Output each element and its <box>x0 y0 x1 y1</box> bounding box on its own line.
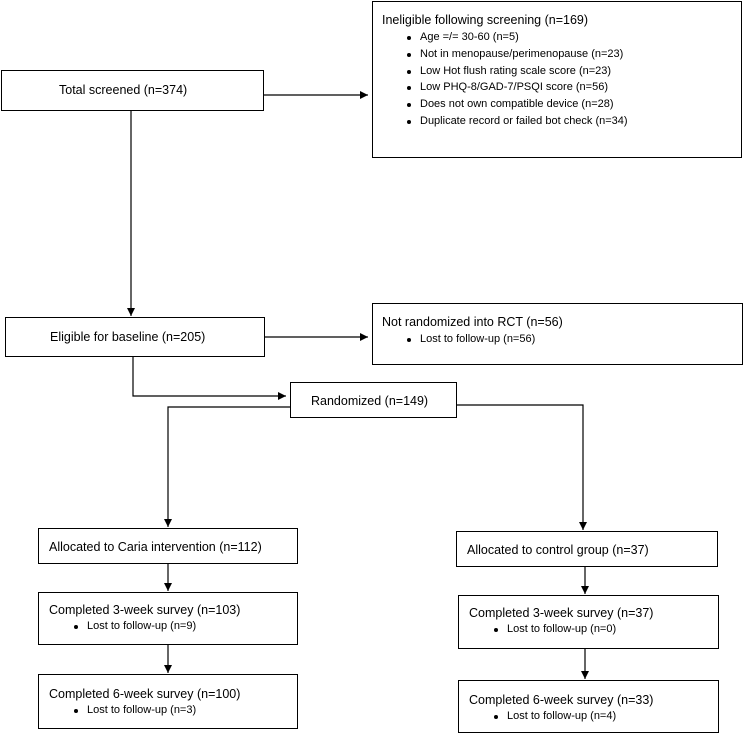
list-item: Lost to follow-up (n=4) <box>469 708 718 725</box>
randomized-box: Randomized (n=149) <box>290 382 457 418</box>
randomized-label: Randomized (n=149) <box>311 394 429 408</box>
control-week6-list: Lost to follow-up (n=4) <box>469 708 718 725</box>
list-item: Lost to follow-up (n=0) <box>469 621 718 638</box>
arrow-eligible-to-randomized <box>132 357 286 400</box>
total-screened-box: Total screened (n=374) <box>1 70 264 111</box>
control-week3-box: Completed 3-week survey (n=37) Lost to f… <box>458 595 719 649</box>
intervention-week6-box: Completed 6-week survey (n=100) Lost to … <box>38 674 298 729</box>
list-item: Age =/= 30-60 (n=5) <box>382 29 741 46</box>
not-randomized-box: Not randomized into RCT (n=56) Lost to f… <box>372 303 743 365</box>
intervention-week6-list: Lost to follow-up (n=3) <box>49 702 297 719</box>
intervention-week3-title: Completed 3-week survey (n=103) <box>49 603 241 617</box>
intervention-allocated-label: Allocated to Caria intervention (n=112) <box>49 540 262 554</box>
total-screened-label: Total screened (n=374) <box>59 83 188 97</box>
list-item: Lost to follow-up (n=9) <box>49 618 297 635</box>
ineligible-box: Ineligible following screening (n=169) A… <box>372 1 742 158</box>
list-item: Duplicate record or failed bot check (n=… <box>382 113 741 130</box>
control-allocated-box: Allocated to control group (n=37) <box>456 531 718 567</box>
control-week3-title: Completed 3-week survey (n=37) <box>469 606 654 620</box>
list-item: Lost to follow-up (n=56) <box>382 331 742 348</box>
list-item: Not in menopause/perimenopause (n=23) <box>382 46 741 63</box>
control-allocated-label: Allocated to control group (n=37) <box>467 543 649 557</box>
list-item: Low Hot flush rating scale score (n=23) <box>382 63 741 80</box>
intervention-week6-title: Completed 6-week survey (n=100) <box>49 687 241 701</box>
arrow-randomized-to-control <box>457 404 587 530</box>
intervention-allocated-box: Allocated to Caria intervention (n=112) <box>38 528 298 564</box>
list-item: Low PHQ-8/GAD-7/PSQI score (n=56) <box>382 79 741 96</box>
arrow-randomized-to-intervention <box>164 406 290 527</box>
eligible-baseline-label: Eligible for baseline (n=205) <box>50 330 206 344</box>
eligible-baseline-box: Eligible for baseline (n=205) <box>5 317 265 357</box>
list-item: Does not own compatible device (n=28) <box>382 96 741 113</box>
ineligible-reasons-list: Age =/= 30-60 (n=5) Not in menopause/per… <box>382 29 741 130</box>
control-week6-title: Completed 6-week survey (n=33) <box>469 693 654 707</box>
intervention-week3-list: Lost to follow-up (n=9) <box>49 618 297 635</box>
not-randomized-title: Not randomized into RCT (n=56) <box>382 315 563 329</box>
control-week3-list: Lost to follow-up (n=0) <box>469 621 718 638</box>
not-randomized-list: Lost to follow-up (n=56) <box>382 331 742 348</box>
list-item: Lost to follow-up (n=3) <box>49 702 297 719</box>
ineligible-title: Ineligible following screening (n=169) <box>382 13 589 27</box>
intervention-week3-box: Completed 3-week survey (n=103) Lost to … <box>38 592 298 645</box>
control-week6-box: Completed 6-week survey (n=33) Lost to f… <box>458 680 719 733</box>
